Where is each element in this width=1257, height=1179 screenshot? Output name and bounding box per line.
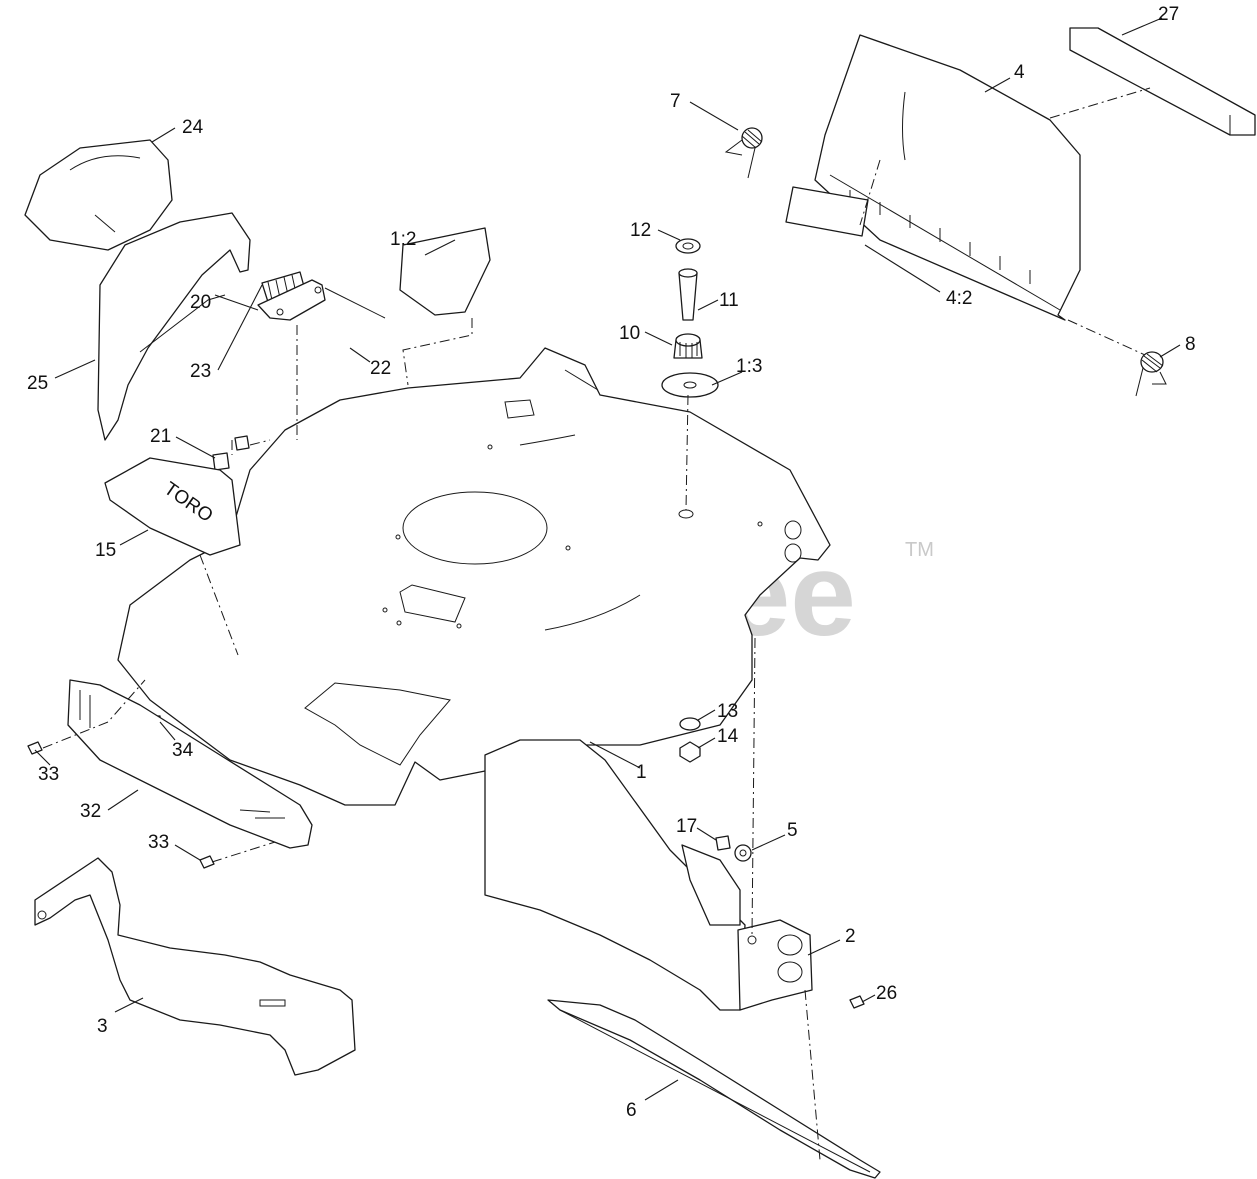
callout-23: 23 xyxy=(190,361,211,382)
callout-21: 21 xyxy=(150,426,171,447)
part-10-knob[interactable] xyxy=(673,333,703,359)
part-33-screw-left[interactable] xyxy=(27,741,43,755)
part-12-washer[interactable] xyxy=(675,238,701,254)
callout-8: 8 xyxy=(1185,334,1196,355)
part-20-bracket[interactable] xyxy=(257,279,326,321)
callout-15: 15 xyxy=(95,540,116,561)
callout-12: 12 xyxy=(630,220,651,241)
part-14-nut[interactable] xyxy=(679,741,701,763)
callout-32: 32 xyxy=(80,801,101,822)
part-26-screw[interactable] xyxy=(849,995,865,1009)
part-11-bushing[interactable] xyxy=(678,268,698,321)
part-15-decal[interactable]: TORO xyxy=(104,457,241,556)
part-27-bar[interactable] xyxy=(1069,27,1256,136)
callout-20: 20 xyxy=(190,292,211,313)
part-22-rod[interactable] xyxy=(324,287,386,319)
callout-5: 5 xyxy=(787,820,798,841)
callout-33-left: 33 xyxy=(38,764,59,785)
callout-25: 25 xyxy=(27,373,48,394)
part-32-rear-guard[interactable] xyxy=(67,679,313,849)
callout-11: 11 xyxy=(719,290,739,311)
part-21-nut[interactable] xyxy=(212,435,250,471)
callout-labels: 1 1:2 1:3 2 3 4 4:2 5 6 7 8 10 11 12 13 … xyxy=(27,4,1196,1121)
part-2-chute[interactable] xyxy=(484,739,813,1011)
part-8-spring[interactable] xyxy=(1135,351,1167,397)
part-25-cover[interactable] xyxy=(97,212,251,441)
part-4-2-flap-decal[interactable] xyxy=(785,186,869,237)
part-7-spring[interactable] xyxy=(724,127,763,179)
callout-4-2: 4:2 xyxy=(946,288,972,309)
callout-34: 34 xyxy=(172,740,194,761)
part-1-3-washer[interactable] xyxy=(661,372,719,398)
callout-27: 27 xyxy=(1158,4,1179,25)
part-17-nut[interactable] xyxy=(715,835,731,851)
callout-1-3: 1:3 xyxy=(736,356,762,377)
part-3-front-guard[interactable] xyxy=(34,857,356,1076)
callout-10: 10 xyxy=(619,323,640,344)
callout-3: 3 xyxy=(97,1016,108,1037)
callout-6: 6 xyxy=(626,1100,637,1121)
callout-13: 13 xyxy=(717,701,738,722)
callout-17: 17 xyxy=(676,816,697,837)
callout-1-2: 1:2 xyxy=(390,229,416,250)
watermark-trademark: TM xyxy=(905,539,934,561)
callout-2: 2 xyxy=(845,926,856,947)
callout-7: 7 xyxy=(670,91,681,112)
leader-lines xyxy=(34,17,1181,1101)
callout-33-right: 33 xyxy=(148,832,169,853)
part-24-cap[interactable] xyxy=(24,139,173,251)
callout-4: 4 xyxy=(1014,62,1025,83)
part-33-screw-right[interactable] xyxy=(199,855,215,869)
callout-26: 26 xyxy=(876,983,897,1004)
part-4-rear-flap[interactable] xyxy=(814,34,1081,321)
part-6-deflector[interactable] xyxy=(547,999,881,1179)
part-1-2-decal[interactable] xyxy=(399,227,491,316)
callout-22: 22 xyxy=(370,358,391,379)
assembly-lines xyxy=(42,87,1151,1161)
callout-1: 1 xyxy=(636,762,647,783)
callout-14: 14 xyxy=(717,726,739,747)
part-13-washer[interactable] xyxy=(679,717,701,731)
callout-24: 24 xyxy=(182,117,204,138)
part-5-bushing[interactable] xyxy=(734,844,752,862)
